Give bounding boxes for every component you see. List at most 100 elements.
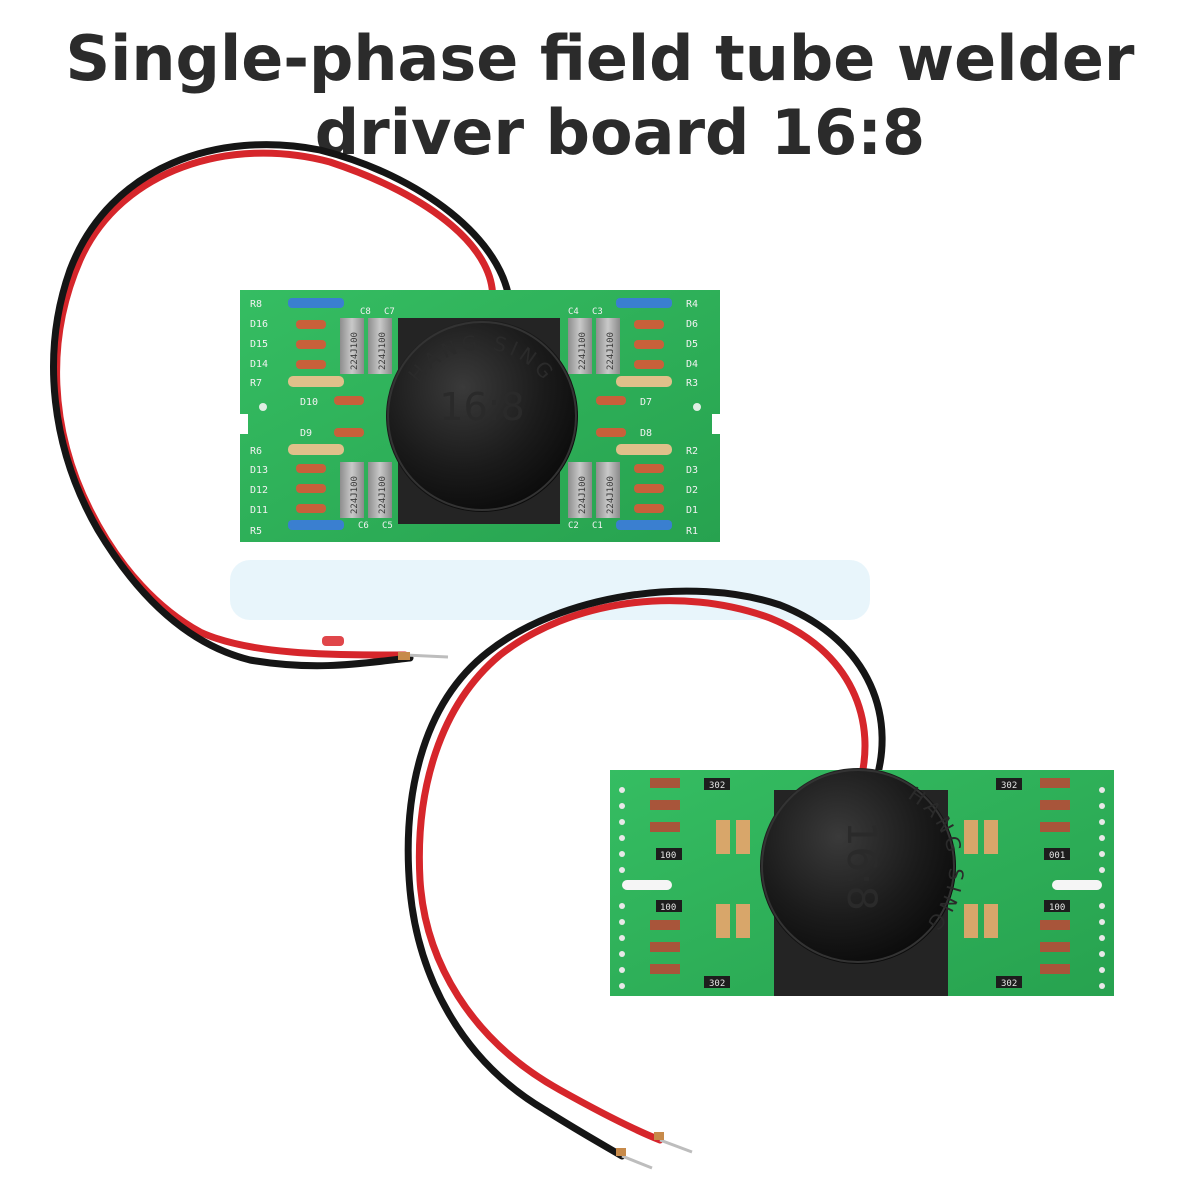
- diode: [634, 320, 664, 329]
- smd-code: 100: [1049, 903, 1065, 913]
- cap-code: 224J100: [578, 332, 588, 370]
- right-components: 224J100 224J100 224J100 224J100 R4 D6 D5…: [568, 298, 698, 537]
- smd-code: 302: [709, 979, 725, 989]
- silk-label: C7: [384, 307, 395, 317]
- smd-diodes-left: [650, 778, 680, 974]
- slot: [1052, 880, 1102, 890]
- capacitor: [568, 462, 592, 518]
- capacitor: [596, 462, 620, 518]
- diode: [634, 484, 664, 493]
- edge-pads-right: [1099, 787, 1105, 989]
- silk-label: D3: [686, 465, 698, 476]
- diode: [296, 340, 326, 349]
- cap-code: 224J100: [606, 332, 616, 370]
- slot: [622, 880, 672, 890]
- transformer-ratio: 16:8: [439, 385, 524, 429]
- diode: [634, 340, 664, 349]
- smd-resistor: [656, 848, 682, 860]
- title-line-1: Single-phase field tube welder: [65, 22, 1135, 95]
- silk-label: D10: [300, 397, 318, 408]
- silk-label: D16: [250, 319, 268, 330]
- silk-label: D15: [250, 339, 268, 350]
- silk-label: C4: [568, 307, 579, 317]
- diode: [634, 464, 664, 473]
- diode: [334, 428, 364, 437]
- capacitor: [596, 318, 620, 374]
- resistor: [288, 444, 344, 455]
- silk-label: C1: [592, 521, 603, 531]
- wire-pair-top: [50, 141, 514, 670]
- resistor: [616, 298, 672, 308]
- silk-label: D1: [686, 505, 698, 516]
- diode: [596, 396, 626, 405]
- capacitor: [568, 318, 592, 374]
- resistor: [616, 376, 672, 387]
- diode: [596, 428, 626, 437]
- driver-board-top: 224J100 224J100 224J100 224J100 R8 D16 D…: [50, 141, 720, 670]
- capacitor: [368, 462, 392, 518]
- driver-board-bottom: 302 100 302 001 100 302 100 302 HANG SIN…: [404, 587, 1114, 1170]
- silk-label: D13: [250, 465, 268, 476]
- smd-resistor: [656, 900, 682, 912]
- smd-code: 001: [1049, 851, 1065, 861]
- silk-label: R3: [686, 378, 698, 389]
- cap-code: 224J100: [350, 332, 360, 370]
- smd-code: 302: [1001, 979, 1017, 989]
- wire-pair-bottom: [404, 587, 886, 1170]
- diode: [296, 320, 326, 329]
- smd-resistor: [704, 976, 730, 988]
- silk-label: R6: [250, 446, 262, 457]
- diode: [296, 504, 326, 513]
- wire-tip: [659, 1138, 693, 1154]
- resistor: [288, 376, 344, 387]
- capacitor: [340, 462, 364, 518]
- black-wire: [404, 587, 886, 1160]
- edge-pads-left: [619, 787, 625, 989]
- smd-capacitors: [716, 820, 998, 938]
- smd-code: 302: [1001, 781, 1017, 791]
- silk-label: D6: [686, 319, 698, 330]
- smd-resistors: 302 100 302 001 100 302 100 302: [656, 778, 1070, 989]
- wire-end-red: [322, 636, 344, 646]
- page-title: Single-phase field tube welder driver bo…: [0, 22, 1200, 170]
- red-wire: [53, 149, 497, 659]
- diode: [296, 484, 326, 493]
- resistor: [616, 444, 672, 455]
- transformer-cap-rim: [387, 321, 577, 511]
- title-line-2: driver board 16:8: [314, 96, 926, 169]
- cap-code: 224J100: [378, 332, 388, 370]
- silk-label: C2: [568, 521, 579, 531]
- silk-label: R8: [250, 299, 262, 310]
- smd-resistor: [1044, 900, 1070, 912]
- mount-hole: [693, 403, 701, 411]
- cap-code: 224J100: [578, 476, 588, 514]
- transformer-cap-rim: [761, 769, 955, 963]
- silk-label: D5: [686, 339, 698, 350]
- silk-label: C5: [382, 521, 393, 531]
- silk-label: D11: [250, 505, 268, 516]
- resistor: [616, 520, 672, 530]
- silk-label: D7: [640, 397, 652, 408]
- left-components: 224J100 224J100 224J100 224J100 R8 D16 D…: [250, 298, 395, 537]
- diode: [296, 360, 326, 369]
- capacitor: [340, 318, 364, 374]
- silk-label: C6: [358, 521, 369, 531]
- silk-label: R5: [250, 526, 262, 537]
- silk-label: R1: [686, 526, 698, 537]
- diode: [634, 360, 664, 369]
- silk-label: R2: [686, 446, 698, 457]
- smd-diodes-right: [1040, 778, 1070, 974]
- mount-hole: [259, 403, 267, 411]
- watermark: [230, 560, 870, 620]
- cap-code: 224J100: [606, 476, 616, 514]
- wire-solder: [398, 652, 410, 660]
- silk-label: C3: [592, 307, 603, 317]
- red-wire: [415, 597, 869, 1144]
- resistor: [288, 298, 344, 308]
- smd-resistor: [996, 778, 1022, 790]
- diode: [296, 464, 326, 473]
- smd-resistor: [704, 778, 730, 790]
- silk-label: D4: [686, 359, 698, 370]
- transformer-cap: [760, 768, 956, 964]
